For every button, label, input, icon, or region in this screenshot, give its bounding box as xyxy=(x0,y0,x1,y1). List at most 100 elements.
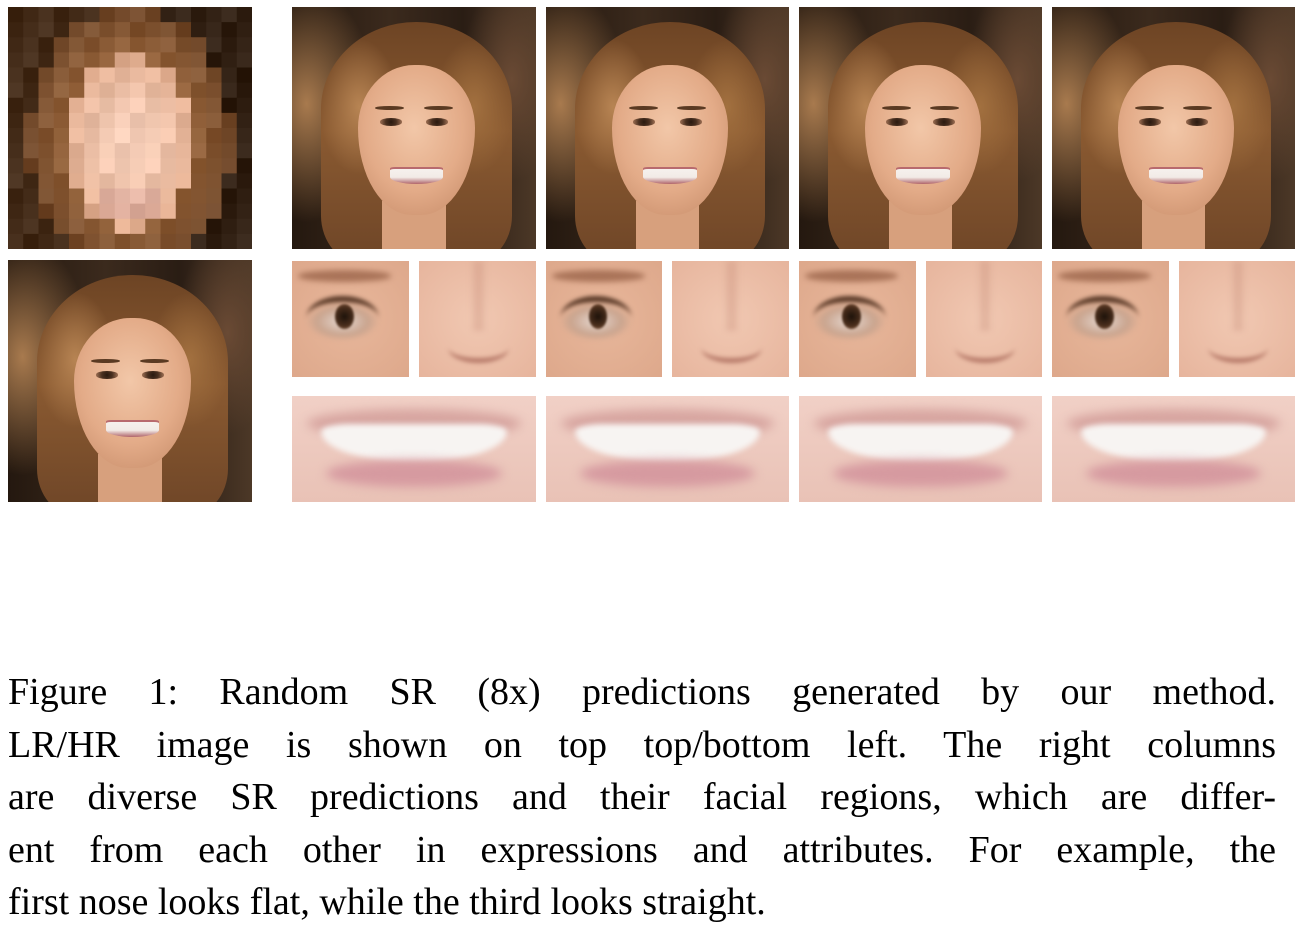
lr-pixel xyxy=(53,52,70,69)
lr-pixel xyxy=(236,67,252,84)
lr-pixel xyxy=(145,37,162,53)
lr-pixel xyxy=(8,67,24,84)
eye xyxy=(95,371,118,379)
sr-prediction-4 xyxy=(1052,7,1295,249)
lr-pixel xyxy=(175,143,192,159)
lr-pixel xyxy=(175,7,192,23)
lr-pixel xyxy=(191,7,207,23)
lr-pixel xyxy=(53,218,70,235)
lr-pixel xyxy=(38,22,55,38)
lr-pixel xyxy=(206,203,223,220)
lr-pixel xyxy=(8,218,24,235)
lr-pixel xyxy=(69,97,85,114)
lr-pixel xyxy=(84,67,101,84)
lr-pixel xyxy=(114,82,131,99)
lr-pixel xyxy=(191,128,207,144)
lr-pixel xyxy=(191,97,207,114)
lr-pixel xyxy=(221,97,238,114)
lr-pixel xyxy=(175,22,192,38)
lr-pixel xyxy=(38,97,55,114)
lr-pixel xyxy=(23,97,40,114)
mouth-crop-2 xyxy=(546,396,789,502)
lr-pixel xyxy=(99,82,116,99)
lr-pixel xyxy=(175,37,192,53)
lr-pixel xyxy=(53,128,70,144)
lr-pixel xyxy=(8,233,24,249)
lr-pixel xyxy=(130,112,146,129)
lr-pixel xyxy=(38,128,55,144)
lr-pixel xyxy=(236,22,252,38)
lr-pixel xyxy=(236,37,252,53)
lr-pixel xyxy=(130,97,146,114)
lr-pixel xyxy=(130,52,146,69)
lr-pixel xyxy=(69,128,85,144)
eye-crop-2 xyxy=(546,261,662,377)
lr-pixel xyxy=(191,52,207,69)
lr-pixel xyxy=(191,143,207,159)
lr-pixel xyxy=(221,112,238,129)
lr-pixel xyxy=(175,233,192,249)
lr-pixel xyxy=(114,7,131,23)
lr-pixel xyxy=(84,97,101,114)
mouth-crop-1 xyxy=(292,396,536,502)
lr-pixel xyxy=(8,7,24,23)
lr-pixel xyxy=(53,67,70,84)
lr-pixel xyxy=(38,173,55,190)
lr-pixel xyxy=(99,67,116,84)
lr-pixel xyxy=(160,37,177,53)
mouth-crop-3 xyxy=(799,396,1042,502)
lr-pixel xyxy=(38,82,55,99)
lr-pixel xyxy=(114,67,131,84)
lr-pixel xyxy=(221,233,238,249)
lr-pixel xyxy=(114,112,131,129)
lr-pixel xyxy=(130,67,146,84)
lr-pixel xyxy=(175,218,192,235)
lr-pixel xyxy=(160,97,177,114)
lr-pixel xyxy=(221,143,238,159)
lr-pixel xyxy=(38,67,55,84)
lr-pixel xyxy=(69,158,85,174)
lr-pixel xyxy=(145,82,162,99)
lr-pixel xyxy=(130,158,146,174)
lr-pixel xyxy=(8,112,24,129)
lr-pixel xyxy=(221,52,238,69)
lr-pixel xyxy=(38,188,55,205)
lr-pixel xyxy=(145,158,162,174)
lr-pixel xyxy=(99,188,116,205)
lr-pixel xyxy=(160,158,177,174)
lr-pixel xyxy=(145,67,162,84)
lr-pixel xyxy=(23,7,40,23)
lr-pixel xyxy=(53,233,70,249)
lr-pixel xyxy=(206,97,223,114)
lr-pixel xyxy=(130,188,146,205)
lr-pixel xyxy=(206,22,223,38)
lr-pixel xyxy=(69,188,85,205)
lr-pixel xyxy=(53,112,70,129)
lr-pixel xyxy=(236,233,252,249)
lr-pixel xyxy=(8,22,24,38)
lr-pixel xyxy=(145,128,162,144)
lr-pixel xyxy=(130,7,146,23)
lr-pixel xyxy=(145,52,162,69)
lr-pixel xyxy=(191,203,207,220)
lr-pixel xyxy=(206,37,223,53)
nose-crop-4 xyxy=(1179,261,1295,377)
lr-pixel xyxy=(114,218,131,235)
nose-crop-2 xyxy=(672,261,789,377)
lr-pixel xyxy=(191,112,207,129)
caption-line: Figure 1: Random SR (8x) predictions gen… xyxy=(8,671,1276,713)
lr-pixel xyxy=(114,143,131,159)
lr-pixel xyxy=(99,128,116,144)
lr-pixel xyxy=(236,52,252,69)
low-res-image xyxy=(8,7,252,249)
lr-pixel xyxy=(69,37,85,53)
lr-pixel xyxy=(99,143,116,159)
mouth-crop-4 xyxy=(1052,396,1295,502)
lr-pixel xyxy=(69,143,85,159)
lr-pixel xyxy=(221,188,238,205)
lr-pixel xyxy=(69,218,85,235)
lr-pixel xyxy=(175,97,192,114)
lr-pixel xyxy=(23,67,40,84)
lr-pixel xyxy=(206,82,223,99)
lr-pixel xyxy=(38,112,55,129)
